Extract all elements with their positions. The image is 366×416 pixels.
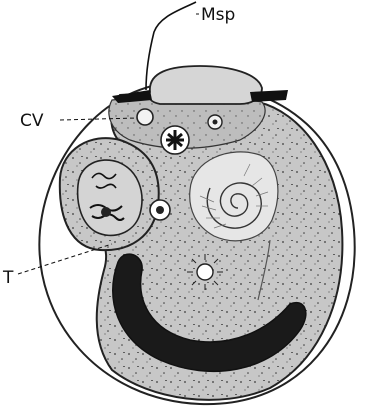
collar [149,66,262,104]
coiled-organelle-outline [190,152,278,241]
label-t: T [2,268,14,288]
label-msp: Msp [201,5,235,25]
membrane-band-right [250,90,288,102]
vesicle-mid-dot [156,206,164,214]
lobe-nucleus [78,160,142,235]
vesicle-dot [213,120,218,125]
contractile-vacuole [137,109,153,125]
label-cv: CV [20,111,44,131]
radial-vesicle [197,264,213,280]
chromatin-clump [101,207,111,217]
